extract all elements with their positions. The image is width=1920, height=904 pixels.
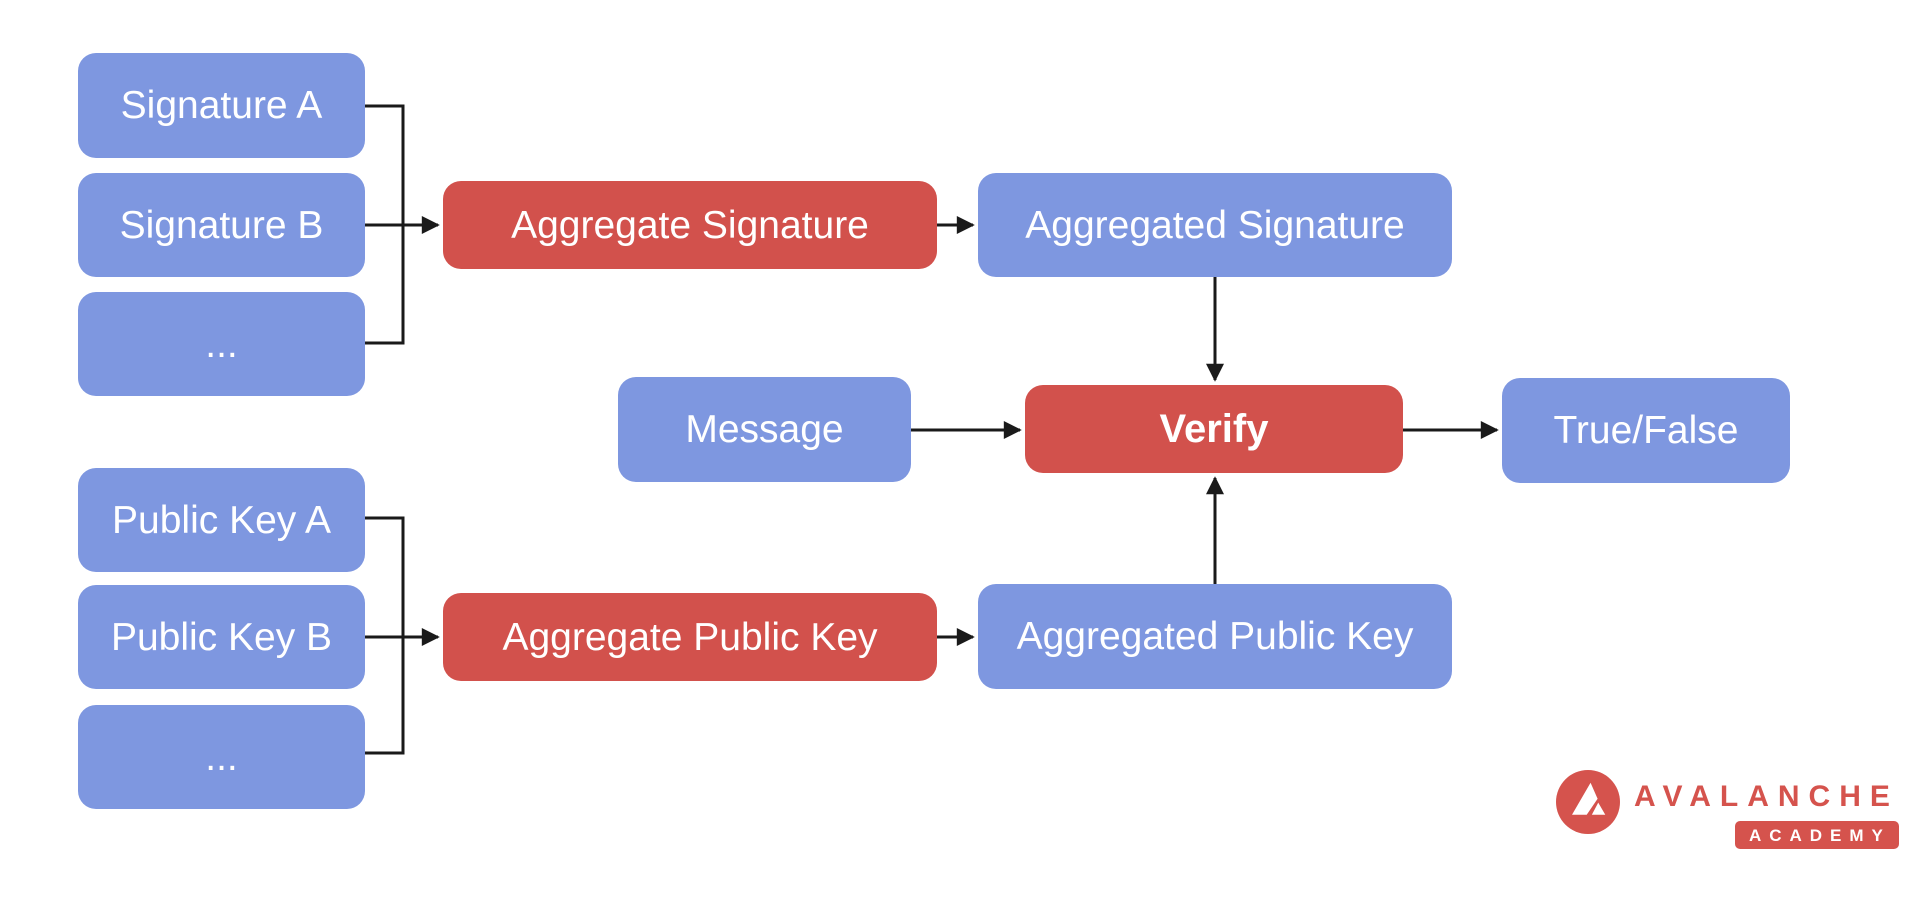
node-public-key-a: Public Key A bbox=[78, 468, 365, 572]
node-public-key-ellipsis: ... bbox=[78, 705, 365, 809]
node-aggregated-public-key: Aggregated Public Key bbox=[978, 584, 1452, 689]
node-signature-a: Signature A bbox=[78, 53, 365, 158]
node-verify: Verify bbox=[1025, 385, 1403, 473]
edge-signatures-bracket bbox=[365, 104, 405, 345]
avalanche-logo-icon bbox=[1556, 770, 1620, 834]
node-aggregate-public-key: Aggregate Public Key bbox=[443, 593, 937, 681]
node-signature-ellipsis: ... bbox=[78, 292, 365, 396]
node-true-false: True/False bbox=[1502, 378, 1790, 483]
node-aggregate-signature: Aggregate Signature bbox=[443, 181, 937, 269]
node-public-key-b: Public Key B bbox=[78, 585, 365, 689]
node-message: Message bbox=[618, 377, 911, 482]
logo-academy-badge: ACADEMY bbox=[1734, 821, 1899, 849]
edge-publickeys-bracket bbox=[365, 516, 405, 755]
logo-brand-text: AVALANCHE bbox=[1634, 780, 1899, 813]
node-aggregated-signature: Aggregated Signature bbox=[978, 173, 1452, 277]
node-signature-b: Signature B bbox=[78, 173, 365, 277]
avalanche-academy-logo: AVALANCHE ACADEMY bbox=[1556, 770, 1899, 849]
